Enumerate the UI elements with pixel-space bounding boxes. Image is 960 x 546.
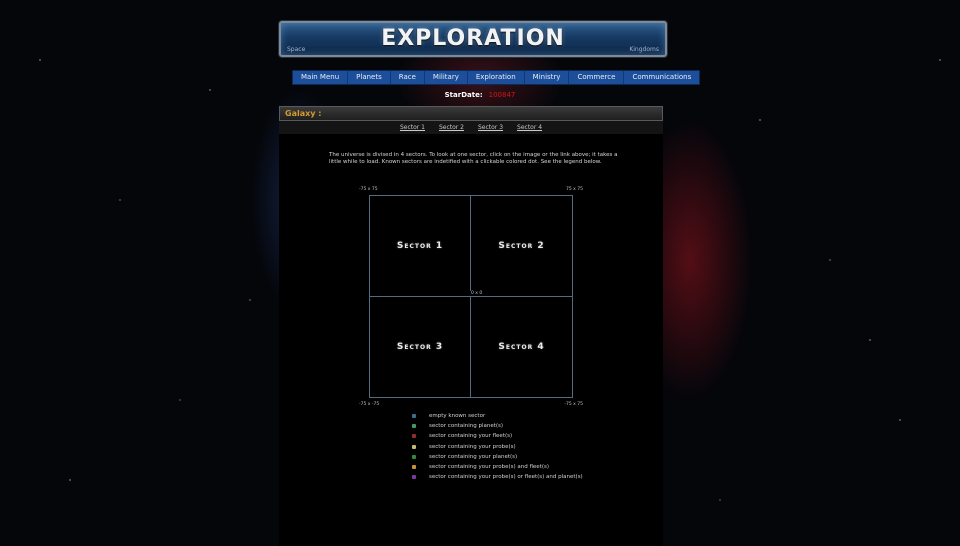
nav-planets[interactable]: Planets [348,71,391,84]
legend-item: empty known sector [412,411,583,421]
nav-communications[interactable]: Communications [632,73,692,81]
intro-text: The universe is divised in 4 sectors. To… [329,152,618,165]
corner-top-left: -75 x 75 [359,187,378,192]
galaxy-panel: Galaxy : Sector 1 Sector 2 Sector 3 Sect… [279,106,663,546]
banner-right-text: Kingdoms [629,46,659,53]
sector-1-cell[interactable]: Sector 1 [370,196,471,297]
nav-ministry[interactable]: Ministry [525,71,570,84]
legend-dot-icon [412,454,416,459]
nav-race[interactable]: Race [391,71,425,84]
galaxy-map: -75 x 75 75 x 75 -75 x -75 -75 x 75 Sect… [359,187,583,407]
sector-links-bar: Sector 1 Sector 2 Sector 3 Sector 4 [279,121,663,134]
stardate-label: StarDate: [444,91,483,99]
nav-commerce[interactable]: Commerce [569,71,625,84]
legend-dot-icon [412,444,416,449]
nav-exploration[interactable]: Exploration [468,71,525,84]
sector-2-cell[interactable]: Sector 2 [471,196,572,297]
main-nav: Main Menu Planets Race Military Explorat… [292,70,701,85]
legend-label: sector containing your probe(s) or fleet… [429,474,583,481]
sector-1-link[interactable]: Sector 1 [399,124,425,131]
corner-bottom-right: -75 x 75 [564,402,583,407]
galaxy-title: Galaxy : [285,109,322,118]
legend-item: sector containing planet(s) [412,421,583,431]
legend-dot-icon [412,424,416,429]
legend-dot-icon [412,414,416,419]
galaxy-header: Galaxy : [279,106,663,121]
corner-top-right: 75 x 75 [566,187,583,192]
nav-main-menu[interactable]: Main Menu [293,71,349,84]
sector-4-link[interactable]: Sector 4 [517,124,543,131]
legend-label: sector containing your probe(s) and flee… [429,464,550,471]
sector-3-link[interactable]: Sector 3 [478,124,504,131]
center-coordinate: 0 x 0 [470,291,484,296]
legend: empty known sector sector containing pla… [412,411,583,482]
legend-dot-icon [412,434,416,439]
stardate: StarDate: 100847 [0,91,960,99]
sector-grid: Sector 1 Sector 2 Sector 3 Sector 4 [369,195,573,398]
legend-label: empty known sector [429,413,486,420]
legend-item: sector containing your probe(s) [412,442,583,452]
header-banner: EXPLORATION Space Kingdoms [279,21,667,57]
page-title: EXPLORATION [381,26,565,51]
stardate-value: 100847 [488,91,516,99]
legend-dot-icon [412,475,416,480]
legend-label: sector containing planet(s) [429,423,504,430]
legend-label: sector containing your fleet(s) [429,433,513,440]
legend-label: sector containing your probe(s) [429,443,516,450]
legend-dot-icon [412,465,416,470]
legend-item: sector containing your fleet(s) [412,431,583,441]
legend-label: sector containing your planet(s) [429,453,518,460]
sector-2-link[interactable]: Sector 2 [438,124,464,131]
sector-4-cell[interactable]: Sector 4 [498,341,545,352]
sector-3-cell[interactable]: Sector 3 [370,296,471,397]
legend-item: sector containing your probe(s) and flee… [412,462,583,472]
legend-item: sector containing your planet(s) [412,452,583,462]
corner-bottom-left: -75 x -75 [359,402,380,407]
legend-item: sector containing your probe(s) or fleet… [412,472,583,482]
nav-military[interactable]: Military [425,71,468,84]
banner-left-text: Space [287,46,306,53]
